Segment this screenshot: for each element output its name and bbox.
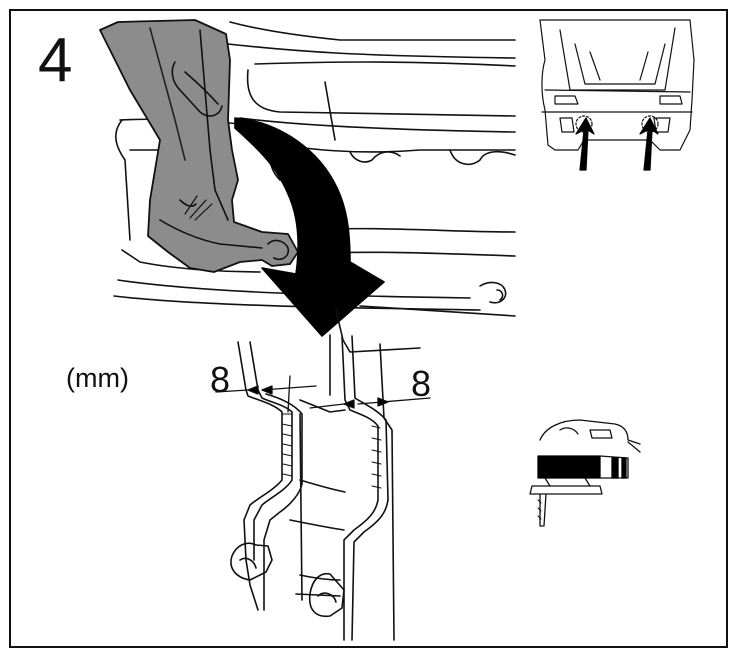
curved-arrow-icon — [234, 117, 385, 337]
clip-right — [308, 572, 345, 618]
dimension-right — [309, 397, 431, 409]
car-rear-view-icon — [539, 19, 695, 171]
dimension-left — [215, 375, 317, 413]
dimension-right-value: 8 — [411, 363, 432, 404]
step-number: 4 — [38, 26, 73, 95]
clip-left — [230, 542, 273, 581]
jigsaw-icon — [529, 419, 641, 527]
cut-section-left — [237, 341, 303, 611]
dimension-left-value: 8 — [210, 359, 231, 400]
trim-panel — [99, 19, 299, 273]
cut-section-right — [329, 309, 421, 641]
inner-panel — [289, 399, 346, 597]
diagram-frame — [9, 9, 728, 648]
unit-label: (mm) — [66, 363, 129, 393]
